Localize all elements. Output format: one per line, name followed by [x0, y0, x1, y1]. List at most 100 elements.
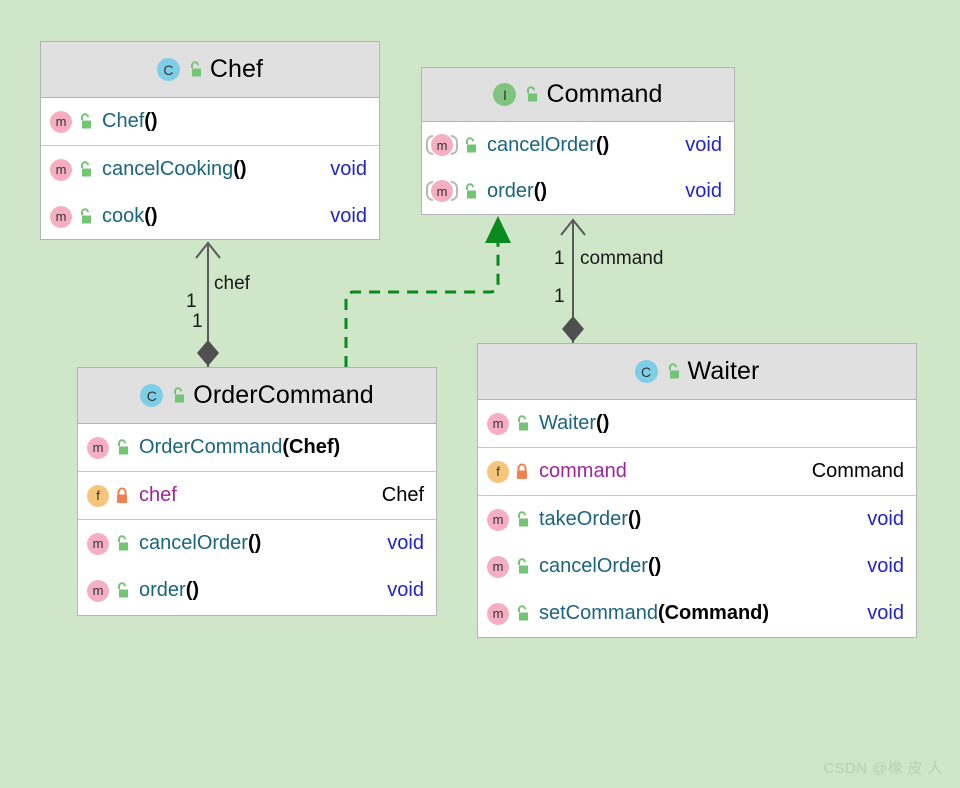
member-row[interactable]: m cancelOrder() void: [422, 122, 734, 168]
member-type: void: [330, 158, 367, 180]
member-row[interactable]: m Chef(): [41, 98, 379, 145]
member-type: void: [685, 179, 722, 202]
member-type: void: [867, 508, 904, 530]
member-badges: m: [87, 532, 130, 555]
unlocked-padlock-icon: [514, 511, 530, 528]
class-box-command[interactable]: I Command m: [421, 67, 735, 215]
member-type: Chef: [381, 484, 424, 506]
member-name: command: [539, 460, 627, 482]
member-name: chef: [139, 484, 177, 506]
member-badges: m: [87, 579, 130, 602]
unlocked-padlock-icon: [514, 605, 530, 622]
member-row[interactable]: m OrderCommand(Chef): [78, 424, 436, 471]
class-title-waiter: Waiter: [687, 357, 760, 385]
class-title-chef: Chef: [209, 55, 264, 83]
method-m-icon: m: [487, 602, 509, 625]
member-row[interactable]: m order() void: [422, 168, 734, 214]
class-section-methods-command: m cancelOrder() void m: [422, 122, 734, 214]
member-row[interactable]: m order() void: [78, 567, 436, 614]
field-f-icon: f: [487, 460, 509, 483]
method-m-icon: m: [426, 180, 458, 202]
member-badges: m: [50, 110, 93, 133]
member-name: order(): [139, 579, 200, 601]
class-header-waiter: C Waiter: [478, 344, 916, 400]
class-section-constructors-ordercommand: m OrderCommand(Chef): [78, 424, 436, 472]
member-name: cancelOrder(): [139, 532, 262, 554]
unlocked-padlock-icon: [187, 61, 203, 78]
member-type: void: [387, 579, 424, 601]
class-box-waiter[interactable]: C Waiter m: [477, 343, 917, 638]
member-name: setCommand(Command): [539, 602, 770, 624]
member-badges: m: [87, 436, 130, 459]
edge-multiplicity-chef-target: 1: [186, 291, 197, 312]
unlocked-padlock-icon: [170, 387, 186, 404]
class-section-methods-waiter: m takeOrder() void m: [478, 496, 916, 637]
member-name: cancelOrder(): [539, 555, 662, 577]
edge-multiplicity-command-source: 1: [554, 286, 565, 307]
locked-padlock-icon: [114, 487, 130, 504]
member-name: Waiter(): [539, 412, 610, 434]
member-badges: m: [487, 412, 530, 435]
class-box-chef[interactable]: C Chef m: [40, 41, 380, 240]
member-badges: m: [487, 555, 530, 578]
member-type: void: [685, 133, 722, 156]
edge-multiplicity-chef-source: 1: [192, 311, 203, 332]
method-m-icon: m: [426, 134, 458, 156]
edge-multiplicity-command-target: 1: [554, 248, 565, 269]
unlocked-padlock-icon: [514, 415, 530, 432]
member-badges: m: [487, 602, 530, 625]
class-section-constructors-chef: m Chef(): [41, 98, 379, 146]
member-badges: m: [50, 158, 93, 181]
method-m-icon: m: [487, 555, 509, 578]
member-type: void: [867, 555, 904, 577]
member-row[interactable]: m takeOrder() void: [478, 496, 916, 543]
unlocked-padlock-icon: [514, 558, 530, 575]
class-header-command: I Command: [422, 68, 734, 122]
member-badges: f: [487, 460, 530, 483]
member-type: Command: [811, 460, 904, 482]
member-row[interactable]: m cancelOrder() void: [78, 520, 436, 567]
class-section-fields-waiter: f command Command: [478, 448, 916, 496]
member-name: takeOrder(): [539, 508, 642, 530]
member-row[interactable]: m Waiter(): [478, 400, 916, 447]
unlocked-padlock-icon: [523, 86, 539, 103]
member-row[interactable]: m cancelOrder() void: [478, 543, 916, 590]
member-name: cancelOrder(): [487, 133, 610, 156]
member-badges: f: [87, 484, 130, 507]
class-header-ordercommand: C OrderCommand: [78, 368, 436, 424]
member-row[interactable]: f chef Chef: [78, 472, 436, 519]
watermark-text: CSDN @橡 皮 人: [823, 760, 943, 777]
class-c-icon: C: [634, 360, 658, 383]
member-name: cancelCooking(): [102, 158, 247, 180]
member-row[interactable]: m cancelCooking() void: [41, 146, 379, 193]
member-row[interactable]: m setCommand(Command) void: [478, 590, 916, 637]
member-row[interactable]: f command Command: [478, 448, 916, 495]
unlocked-padlock-icon: [462, 136, 478, 154]
member-badges: m: [50, 205, 93, 228]
class-box-ordercommand[interactable]: C OrderCommand m: [77, 367, 437, 616]
method-m-icon: m: [87, 532, 109, 555]
class-title-command: Command: [546, 80, 663, 108]
member-name: order(): [487, 179, 548, 202]
class-section-methods-chef: m cancelCooking() void m: [41, 146, 379, 240]
method-m-icon: m: [487, 508, 509, 531]
unlocked-padlock-icon: [77, 208, 93, 225]
member-type: void: [867, 602, 904, 624]
member-row[interactable]: m cook() void: [41, 193, 379, 240]
edge-waiter-command[interactable]: [560, 218, 586, 343]
member-name: cook(): [102, 205, 158, 227]
edge-label-chef: chef: [214, 273, 250, 294]
member-type: void: [387, 532, 424, 554]
member-name: Chef(): [102, 110, 158, 132]
class-c-icon: C: [140, 384, 164, 407]
method-m-icon: m: [50, 205, 72, 228]
edge-label-command: command: [580, 248, 664, 269]
member-badges: m: [487, 508, 530, 531]
method-m-icon: m: [87, 579, 109, 602]
member-type: void: [330, 205, 367, 227]
class-section-constructors-waiter: m Waiter(): [478, 400, 916, 448]
class-section-methods-ordercommand: m cancelOrder() void m: [78, 520, 436, 614]
edge-ordercommand-chef[interactable]: [195, 241, 221, 367]
unlocked-padlock-icon: [77, 161, 93, 178]
